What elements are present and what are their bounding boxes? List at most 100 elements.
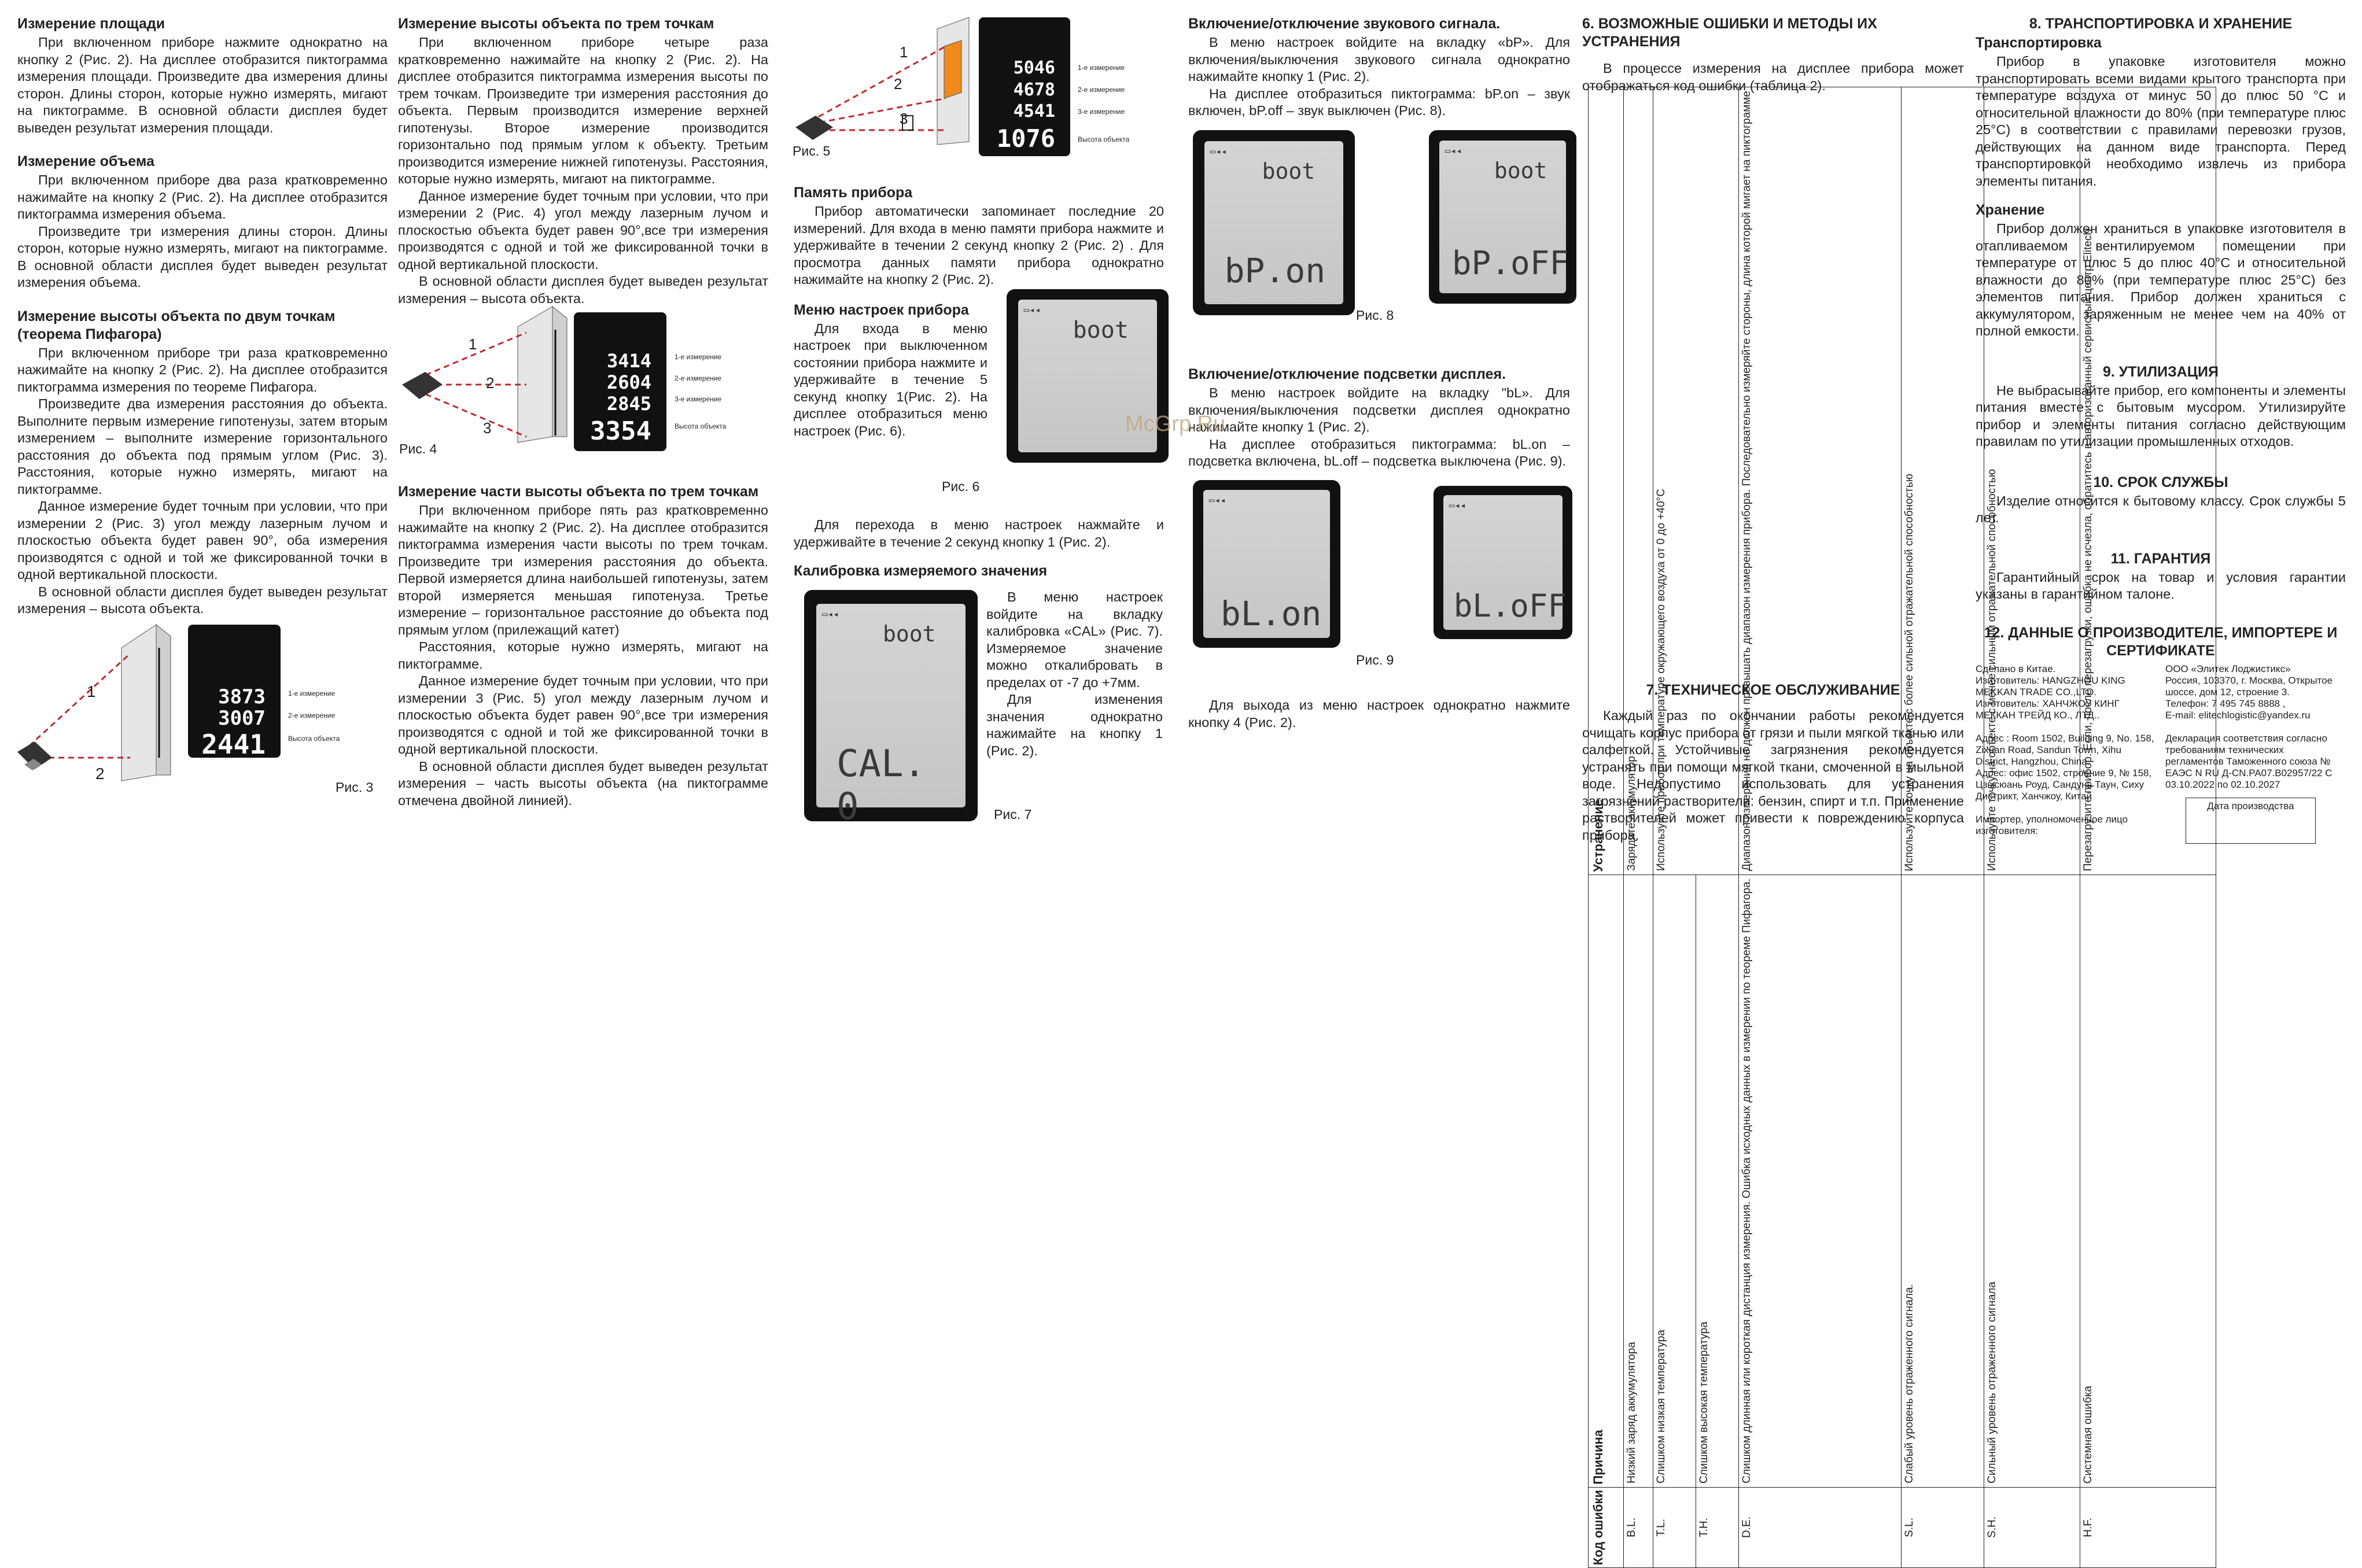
figure-4-point-1: 1: [469, 335, 477, 353]
column-4-sound: Включение/отключение звукового сигнала. …: [1188, 15, 1570, 120]
figure-4-display: 3414 2604 2845 3354: [574, 312, 666, 451]
volume-title: Измерение объема: [17, 153, 154, 169]
figure-8-boot-a: boot: [1262, 158, 1316, 185]
pyth2-title: Измерение высоты объекта по двум точкам …: [17, 308, 336, 342]
pyth3-title: Измерение высоты объекта по трем точкам: [398, 16, 714, 32]
light-text-1: В меню настроек войдите на вкладку "bL».…: [1188, 385, 1570, 434]
header-cause: Причина: [1591, 1430, 1605, 1485]
figure-4-caption: Рис. 4: [399, 441, 437, 456]
figure-6-boot: boot: [1073, 317, 1129, 344]
battery-icon: ▭◂◂: [1208, 495, 1226, 506]
figure-3-value-3: 2441: [201, 729, 266, 760]
part-text-3: Данное измерение будет точным при услови…: [398, 673, 768, 757]
battery-icon: ▭◂◂: [822, 608, 839, 619]
pyth3-text-3: В основной области дисплея будет выведен…: [398, 274, 768, 306]
figure-3-point-1: 1: [87, 682, 96, 700]
sound-text-1: В меню настроек войдите на вкладку «bP».…: [1188, 35, 1570, 84]
figure-3-legend-3: Высота объекта: [288, 735, 340, 743]
figure-5-legend-4: Высота объекта: [1078, 135, 1130, 143]
figure-5-legend-1: 1-е измерение: [1078, 64, 1125, 72]
code-cell: T.L.: [1655, 1518, 1667, 1537]
manufacturer-right: ООО «Элитек Лоджистикс» Россия, 103370, …: [2165, 663, 2333, 790]
area-title: Измерение площади: [17, 16, 165, 32]
figure-9-display-on: ▭◂◂ bL.on: [1193, 480, 1340, 648]
production-date-box: Дата производства: [2186, 797, 2316, 844]
figure-6-caption: Рис. 6: [942, 479, 980, 494]
warranty-title: 11. ГАРАНТИЯ: [2110, 550, 2211, 567]
column-4-light: Включение/отключение подсветки дисплея. …: [1188, 366, 1570, 470]
figure-8-bp-off: bP.oFF: [1451, 245, 1569, 282]
cal-text-1: В меню настроек войдите на вкладку калиб…: [986, 589, 1163, 690]
cal-text-2: Для изменения значения однократно нажима…: [986, 692, 1163, 758]
figure-7-caption: Рис. 7: [994, 807, 1032, 822]
column-1: Измерение площади При включенном приборе…: [17, 15, 388, 618]
figure-4: 1 2 3 3414 2604 2845 3354 1-е измерение …: [399, 304, 775, 460]
cause-cell: Системная ошибка: [2082, 1385, 2094, 1484]
cause-cell: Слишком низкая температура: [1655, 1330, 1667, 1484]
battery-icon: ▭◂◂: [1210, 146, 1227, 157]
figure-5-display: 5046 4678 4541 1076: [979, 17, 1070, 156]
figure-3-legend-1: 1-е измерение: [288, 689, 336, 698]
pyth2-text-1: При включенном приборе три раза кратковр…: [17, 345, 388, 394]
watermark: McGrp.Ru: [1125, 412, 1226, 436]
switch-text: Для перехода в меню настроек нажмайте и …: [794, 517, 1164, 549]
figure-4-value-4: 3354: [590, 416, 651, 446]
cause-cell: Низкий заряд аккумулятора: [1626, 1342, 1638, 1484]
transport-subtitle: Транспортировка: [1976, 35, 2102, 51]
figure-9-caption: Рис. 9: [1356, 652, 1394, 667]
pyth3-text-1: При включенном приборе четыре раза кратк…: [398, 35, 768, 186]
pyth2-text-4: В основной области дисплея будет выведен…: [17, 584, 388, 617]
figure-4-point-2: 2: [486, 374, 495, 392]
service-life-text: Изделие относится к бытовому классу. Сро…: [1976, 493, 2346, 526]
table-row: Устранение Зарядите аккумулятор Использу…: [1588, 86, 2216, 876]
pyth3-text-2: Данное измерение будет точным при услови…: [398, 188, 768, 272]
storage-text: Прибор должен храниться в упаковке изгот…: [1976, 221, 2346, 338]
battery-icon: ▭◂◂: [1449, 499, 1466, 511]
manufacturer-left: Сделано в Китае. Изготовитель: HANGZHOU …: [1976, 663, 2154, 836]
column-3-cal: В меню настроек войдите на вкладку калиб…: [986, 589, 1163, 759]
figure-3-caption: Рис. 3: [336, 780, 374, 795]
cal-title: Калибровка измеряемого значения: [794, 563, 1048, 579]
part-title: Измерение части высоты объекта по трем т…: [398, 484, 759, 500]
figure-3-legend-2: 2-е измерение: [288, 711, 336, 720]
figure-3: 1 2 3873 3007 2441 1-е измерение 2-е изм…: [12, 613, 393, 804]
figure-5-legend-3: 3-е измерение: [1078, 108, 1125, 116]
part-text-4: В основной области дисплея будет выведен…: [398, 758, 768, 808]
transport-text: Прибор в упаковке изготовителя можно тра…: [1976, 54, 2346, 189]
errors-title: 6. ВОЗМОЖНЫЕ ОШИБКИ И МЕТОДЫ ИХ УСТРАНЕН…: [1582, 16, 1877, 50]
manufacturer-title: 12. ДАННЫЕ О ПРОИЗВОДИТЕЛЕ, ИМПОРТЕРЕ И …: [1984, 624, 2338, 659]
figure-9-bl-on: bL.on: [1220, 594, 1322, 634]
figure-5-point-2: 2: [894, 75, 902, 93]
volume-text-2: Произведите три измерения длины сторон. …: [17, 223, 388, 290]
figure-4-legend-2: 2-е измерение: [675, 374, 722, 382]
figure-8-display-on: ▭◂◂ boot bP.on: [1193, 130, 1355, 315]
light-text-2: На дисплее отобразиться пиктограмма: bL.…: [1188, 436, 1570, 469]
column-3-switch: Для перехода в меню настроек нажмайте и …: [794, 516, 1164, 581]
battery-icon: ▭◂◂: [1023, 304, 1041, 315]
part-text-1: При включенном приборе пять раз кратковр…: [398, 503, 768, 637]
figure-4-legend-1: 1-е измерение: [675, 353, 722, 361]
service-life-title: 10. СРОК СЛУЖБЫ: [2093, 474, 2228, 490]
settings-text: Для входа в меню настроек при выключенно…: [794, 320, 987, 438]
column-5: 6. ВОЗМОЖНЫЕ ОШИБКИ И МЕТОДЫ ИХ УСТРАНЕН…: [1582, 15, 1964, 94]
column-4-exit: Для выхода из меню настроек однократно н…: [1188, 697, 1570, 731]
figure-9-bl-off: bL.oFF: [1453, 587, 1567, 624]
figure-5-value-3: 4541: [1013, 101, 1055, 121]
figure-8-display-off: ▭◂◂ boot bP.oFF: [1429, 130, 1576, 304]
column-2-lower: Измерение части высоты объекта по трем т…: [398, 483, 768, 809]
pyth2-text-2: Произведите два измерения расстояния до …: [17, 396, 388, 497]
sound-text-2: На дисплее отобразиться пиктограмма: bP.…: [1188, 86, 1570, 119]
code-cell: S.L.: [1903, 1517, 1915, 1537]
figure-5-legend-2: 2-е измерение: [1078, 86, 1125, 94]
light-title: Включение/отключение подсветки дисплея.: [1188, 366, 1506, 382]
cause-cell: Слишком длинная или короткая дистанция и…: [1741, 879, 1753, 1484]
pyth2-text-3: Данное измерение будет точным при услови…: [17, 499, 388, 582]
utilization-text: Не выбрасывайте прибор, его компоненты и…: [1976, 382, 2346, 449]
figure-3-display: 3873 3007 2441: [188, 625, 281, 760]
column-5-maintenance: 7. ТЕХНИЧЕСКОЕ ОБСЛУЖИВАНИЕ Каждый раз п…: [1582, 681, 1964, 844]
area-text: При включенном приборе нажмите однократн…: [17, 35, 388, 135]
figure-7-display: ▭◂◂ boot CAL. 0: [804, 590, 978, 828]
figure-5-caption: Рис. 5: [793, 143, 831, 158]
figure-3-value-2: 3007: [218, 707, 266, 730]
figure-3-point-2: 2: [95, 765, 105, 783]
